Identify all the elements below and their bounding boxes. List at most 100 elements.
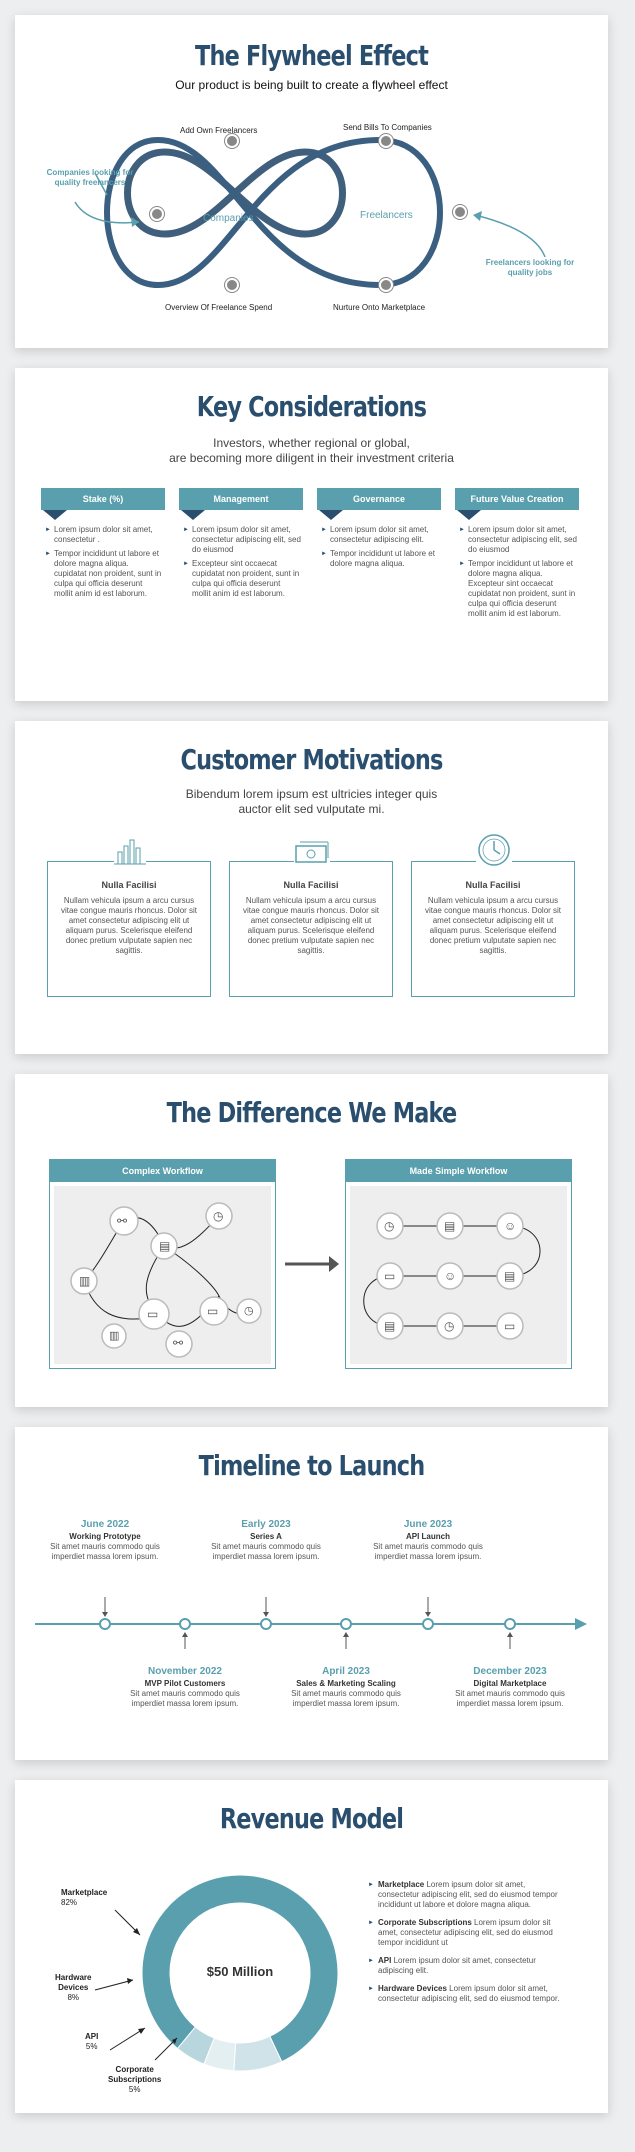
revenue-slide: Revenue Model $50 Million Marketplace 82… bbox=[15, 1780, 608, 2113]
list-item: Corporate Subscriptions Lorem ipsum dolo… bbox=[368, 1918, 568, 1948]
legend-text: Lorem ipsum dolor sit amet, consectetur … bbox=[378, 1880, 558, 1909]
timeline-title: Timeline to Launch bbox=[198, 1449, 426, 1482]
simple-workflow-panel: Made Simple Workflow ◷ ▤ ☺ ▭ ☺ ▤ ▤ ◷ ▭ bbox=[345, 1159, 572, 1369]
complex-workflow-diagram: ⚯ ◷ ▤ ▥ ▭ ▭ ◷ ▥ ⚯ bbox=[54, 1186, 271, 1364]
milestone-title: MVP Pilot Customers bbox=[144, 1679, 226, 1688]
legend-name: Hardware Devices bbox=[378, 1984, 447, 1993]
clock-icon: ◷ bbox=[444, 1319, 455, 1333]
chevron-down-icon bbox=[379, 278, 393, 292]
revenue-donut-chart bbox=[141, 1874, 339, 2072]
considerations-title: Key Considerations bbox=[196, 390, 427, 423]
timeline-milestone: November 2022 MVP Pilot Customers Sit am… bbox=[120, 1666, 250, 1709]
simple-workflow-diagram: ◷ ▤ ☺ ▭ ☺ ▤ ▤ ◷ ▭ bbox=[350, 1186, 567, 1364]
card-body: Nullam vehicula ipsum a arcu cursus vita… bbox=[424, 896, 562, 955]
column-header-stake: Stake (%) bbox=[41, 488, 165, 510]
card-title: Nulla Facilisi bbox=[101, 880, 157, 890]
money-icon: ▭ bbox=[384, 1269, 396, 1283]
timeline-milestone: Early 2023 Series A Sit amet mauris comm… bbox=[201, 1519, 331, 1562]
milestone-title: API Launch bbox=[405, 1532, 450, 1541]
legend-text: Lorem ipsum dolor sit amet, consectetur … bbox=[378, 1984, 560, 2003]
difference-slide: The Difference We Make Complex Workflow … bbox=[15, 1074, 608, 1407]
donut-center-label: $50 Million bbox=[206, 1964, 274, 1979]
milestone-title: Sales & Marketing Scaling bbox=[296, 1679, 396, 1688]
card-body: Nullam vehicula ipsum a arcu cursus vita… bbox=[60, 896, 198, 955]
milestone-title: Digital Marketplace bbox=[473, 1679, 547, 1688]
list-item: Hardware Devices Lorem ipsum dolor sit a… bbox=[368, 1984, 568, 2004]
flywheel-callout-right: Freelancers looking for quality jobs bbox=[485, 258, 575, 277]
list-item: Marketplace Lorem ipsum dolor sit amet, … bbox=[368, 1880, 568, 1910]
slice-name: Marketplace bbox=[61, 1888, 108, 1897]
legend-name: API bbox=[378, 1956, 392, 1965]
milestone-title: Working Prototype bbox=[69, 1532, 141, 1541]
milestone-title: Series A bbox=[250, 1532, 282, 1541]
flywheel-label-top-right: Send Bills To Companies bbox=[343, 123, 432, 132]
legend-name: Corporate Subscriptions bbox=[378, 1918, 472, 1927]
column-header-management: Management bbox=[179, 488, 303, 510]
money-icon: ▭ bbox=[147, 1307, 159, 1321]
timeline-milestone: June 2023 API Launch Sit amet mauris com… bbox=[363, 1519, 493, 1562]
revenue-legend: Marketplace Lorem ipsum dolor sit amet, … bbox=[368, 1880, 568, 2012]
flywheel-label-top-left: Add Own Freelancers bbox=[180, 126, 258, 135]
milestone-desc: Sit amet mauris commodo quis imperdiet m… bbox=[455, 1689, 565, 1708]
panel-header: Made Simple Workflow bbox=[346, 1160, 571, 1182]
timeline-axis bbox=[35, 1597, 587, 1649]
column-header-governance: Governance bbox=[317, 488, 441, 510]
card-title: Nulla Facilisi bbox=[465, 880, 521, 890]
difference-title: The Difference We Make bbox=[166, 1096, 458, 1129]
motivation-card: Nulla Facilisi Nullam vehicula ipsum a a… bbox=[47, 836, 211, 997]
considerations-subtitle-2: are becoming more diligent in their inve… bbox=[169, 451, 454, 465]
clock-icon: ◷ bbox=[384, 1219, 395, 1233]
flywheel-label-bottom-right: Nurture Onto Marketplace bbox=[333, 303, 426, 312]
flywheel-label-bottom-left: Overview Of Freelance Spend bbox=[165, 303, 273, 312]
money-icon: ▭ bbox=[207, 1304, 219, 1318]
legend-text: Lorem ipsum dolor sit amet, consectetur … bbox=[378, 1918, 553, 1947]
timeline-milestone: April 2023 Sales & Marketing Scaling Sit… bbox=[281, 1666, 411, 1709]
donut-slice-corporate-subscriptions bbox=[176, 2026, 215, 2065]
list-item: Tempor incididunt ut labore et dolore ma… bbox=[45, 549, 163, 599]
user-icon: ☺ bbox=[504, 1219, 517, 1233]
list-item: Excepteur sint occaecat cupidatat non pr… bbox=[183, 559, 301, 599]
chevron-down-icon bbox=[225, 278, 239, 292]
arrow-right-icon bbox=[285, 1256, 339, 1272]
triangle-icon bbox=[181, 510, 205, 520]
triangle-icon bbox=[319, 510, 343, 520]
clock-icon bbox=[476, 832, 512, 868]
slice-value: 5% bbox=[128, 2085, 141, 2094]
document-icon: ▤ bbox=[159, 1239, 171, 1253]
slice-value: 8% bbox=[67, 1993, 80, 2002]
donut-slice-marketplace bbox=[141, 1874, 339, 2063]
flywheel-callout-left: Companies looking for quality freelancer… bbox=[46, 168, 134, 187]
milestone-desc: Sit amet mauris commodo quis imperdiet m… bbox=[50, 1542, 160, 1561]
flywheel-right-loop: Freelancers bbox=[360, 210, 413, 221]
list-item: Tempor incididunt ut labore et dolore ma… bbox=[459, 559, 577, 619]
column-list-stake: Lorem ipsum dolor sit amet, consectetur … bbox=[45, 525, 163, 603]
card-title: Nulla Facilisi bbox=[283, 880, 339, 890]
chevron-up-icon bbox=[453, 205, 467, 219]
slice-name: API bbox=[85, 2032, 99, 2041]
bar-chart-icon: ▥ bbox=[79, 1274, 91, 1288]
milestone-desc: Sit amet mauris commodo quis imperdiet m… bbox=[211, 1542, 321, 1561]
card-body: Nullam vehicula ipsum a arcu cursus vita… bbox=[242, 896, 380, 955]
list-item: API Lorem ipsum dolor sit amet, consecte… bbox=[368, 1956, 568, 1976]
milestone-date: April 2023 bbox=[322, 1666, 370, 1677]
milestone-date: November 2022 bbox=[148, 1666, 222, 1677]
slice-value: 5% bbox=[85, 2042, 98, 2051]
legend-text: Lorem ipsum dolor sit amet, consectetur … bbox=[378, 1956, 536, 1975]
document-icon: ▤ bbox=[504, 1269, 516, 1283]
list-item: Lorem ipsum dolor sit amet, consectetur … bbox=[459, 525, 577, 555]
timeline-milestone: June 2022 Working Prototype Sit amet mau… bbox=[40, 1519, 170, 1562]
flywheel-subtitle: Our product is being built to create a f… bbox=[175, 78, 448, 92]
flywheel-slide: The Flywheel Effect Our product is being… bbox=[15, 15, 608, 348]
triangle-icon bbox=[43, 510, 67, 520]
column-header-future-value: Future Value Creation bbox=[455, 488, 579, 510]
bar-chart-icon bbox=[114, 836, 146, 866]
money-icon: ▭ bbox=[504, 1319, 516, 1333]
milestone-date: Early 2023 bbox=[241, 1519, 291, 1530]
considerations-subtitle-1: Investors, whether regional or global, bbox=[213, 436, 410, 450]
money-icon bbox=[294, 838, 330, 864]
triangle-icon bbox=[457, 510, 481, 520]
bar-chart-icon: ▥ bbox=[109, 1330, 120, 1342]
